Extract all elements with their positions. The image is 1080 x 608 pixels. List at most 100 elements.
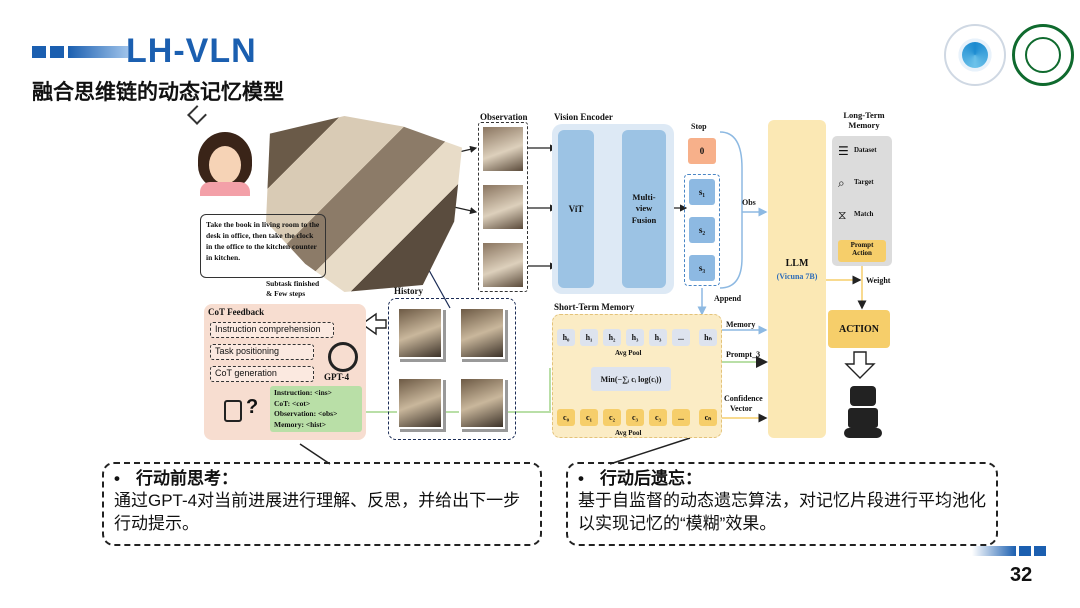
s-token: s₁ — [689, 179, 715, 205]
callout-body: 通过GPT-4对当前进展进行理解、反思，并给出下一步行动提示。 — [114, 491, 521, 534]
bullet: • — [114, 469, 120, 488]
robot-agent-icon — [842, 386, 882, 438]
c-token: c₁ — [580, 409, 598, 426]
confidence-label: Confidence Vector — [724, 394, 763, 413]
llm-title: LLM — [785, 258, 809, 269]
fusion-line: Fusion — [631, 214, 657, 225]
h-token: h₀ — [557, 329, 575, 346]
action-box: ACTION — [828, 310, 890, 348]
callout-forget-after-act: •行动后遗忘： 基于自监督的动态遗忘算法，对记忆片段进行平均池化以实现记忆的“模… — [566, 462, 998, 546]
h-token: ... — [672, 329, 690, 346]
cot-feedback-panel: CoT Feedback Instruction comprehension T… — [204, 304, 366, 440]
long-term-memory-panel: ☰ Dataset ⌕ Target ⧖ Match Prompt Action — [832, 136, 892, 266]
history-image — [459, 307, 505, 359]
avg-pool-label-top: Avg Pool — [615, 349, 642, 357]
cot-step-task: Task positioning — [210, 344, 314, 360]
cot-prompt-template: Instruction: <ins> CoT: <cot> Observatio… — [270, 386, 362, 432]
page-number: 32 — [1010, 564, 1033, 586]
confidence-line-2: Vector — [730, 403, 753, 413]
user-avatar — [196, 132, 254, 196]
c-token: cₙ — [699, 409, 717, 426]
short-term-memory-label: Short-Term Memory — [554, 302, 635, 312]
callout-think-before-act: • 行动前思考： 通过GPT-4对当前进展进行理解、反思，并给出下一步行动提示。 — [102, 462, 542, 546]
s-token-column: s₁ s₂ s₃ — [684, 174, 720, 286]
gpt-label: GPT-4 — [324, 372, 350, 382]
fusion-line: Multi- — [632, 192, 656, 203]
stop-label: Stop — [691, 122, 707, 131]
prompt-line: Observation: <obs> — [274, 409, 338, 418]
h-token: h₃ — [649, 329, 667, 346]
obs-arrow-label: Obs — [742, 198, 756, 207]
avg-pool-label-bottom: Avg Pool — [615, 429, 642, 437]
cot-step-generation: CoT generation — [210, 366, 314, 382]
vit-block: ViT — [558, 130, 594, 288]
prompt-line: CoT: <cot> — [274, 398, 311, 408]
instruction-bubble: Take the book in living room to the desk… — [200, 214, 326, 278]
magnifier-icon: ⌕ — [838, 176, 845, 190]
footer-decoration — [972, 546, 1046, 556]
min-entropy-formula: Min(−∑ᵢ cᵢ log(cᵢ)) — [591, 367, 671, 391]
c-token: c₃ — [626, 409, 644, 426]
weight-label: Weight — [866, 276, 891, 285]
history-image — [397, 377, 443, 429]
h-token: h₁ — [580, 329, 598, 346]
observation-label: Observation — [480, 112, 528, 122]
ltm-row-match: Match — [854, 210, 874, 218]
slide-title: LH-VLN — [126, 32, 257, 70]
h-token: hₙ — [699, 329, 717, 346]
history-image — [459, 377, 505, 429]
stop-token: 0 — [688, 138, 716, 164]
architecture-diagram: Take the book in living room to the desk… — [187, 105, 910, 465]
prompt-line: Memory: <hist> — [274, 419, 327, 429]
robot-icon — [224, 400, 242, 422]
ltm-row-target: Target — [854, 178, 874, 186]
h-token: h₂ — [603, 329, 621, 346]
callout-heading: 行动前思考： — [136, 469, 238, 488]
prompt-action-line-2: Action — [852, 249, 872, 258]
subtask-note: Subtask finished & Few steps — [266, 279, 319, 299]
vision-encoder-panel: ViT Multi- view Fusion — [552, 124, 674, 294]
bullet: • — [578, 469, 584, 488]
observation-image — [483, 127, 523, 171]
history-image — [397, 307, 443, 359]
observation-image — [483, 243, 523, 287]
prompt-action-line-1: Prompt — [850, 241, 874, 249]
subtask-note-line-1: Subtask finished — [266, 279, 320, 288]
lab-logo — [944, 24, 1006, 86]
observation-image — [483, 185, 523, 229]
vision-encoder-label: Vision Encoder — [554, 112, 613, 122]
h-token: h₃ — [626, 329, 644, 346]
question-icon: ? — [246, 396, 259, 418]
cot-title: CoT Feedback — [208, 307, 265, 317]
s-token: s₂ — [689, 217, 715, 243]
openai-icon — [328, 342, 358, 372]
prompt-label: Prompt_3 — [726, 350, 761, 359]
c-token: ... — [672, 409, 690, 426]
append-label: Append — [714, 294, 742, 303]
ltm-label-line-1: Long-Term — [843, 110, 885, 120]
llm-subtitle: (Vicuna 7B) — [776, 272, 818, 281]
memory-label: Memory — [726, 320, 756, 329]
ltm-row-dataset: Dataset — [854, 146, 877, 154]
subtask-note-line-2: & Few steps — [266, 288, 306, 298]
s-token: s₃ — [689, 255, 715, 281]
university-logo — [1012, 24, 1074, 86]
observation-panel — [478, 122, 528, 292]
confidence-line-1: Confidence — [724, 394, 763, 403]
c-token: c₃ — [649, 409, 667, 426]
cot-step-instruction: Instruction comprehension — [210, 322, 334, 338]
ltm-label-line-2: Memory — [848, 120, 880, 131]
prompt-action-box: Prompt Action — [838, 240, 886, 262]
callout-heading: 行动后遗忘： — [600, 469, 702, 488]
llm-block: LLM (Vicuna 7B) — [768, 120, 826, 438]
fusion-line: view — [635, 203, 653, 214]
history-panel — [388, 298, 516, 440]
c-token: c₀ — [557, 409, 575, 426]
prompt-line: Instruction: <ins> — [274, 388, 332, 397]
long-term-memory-label: Long-Term Memory — [834, 110, 894, 130]
short-term-memory-panel: h₀ h₁ h₂ h₃ h₃ ... hₙ Avg Pool Min(−∑ᵢ c… — [552, 314, 722, 438]
history-label: History — [394, 286, 423, 296]
dna-icon: ⧖ — [838, 208, 847, 222]
slide-subtitle: 融合思维链的动态记忆模型 — [32, 81, 284, 104]
fusion-block: Multi- view Fusion — [622, 130, 666, 288]
